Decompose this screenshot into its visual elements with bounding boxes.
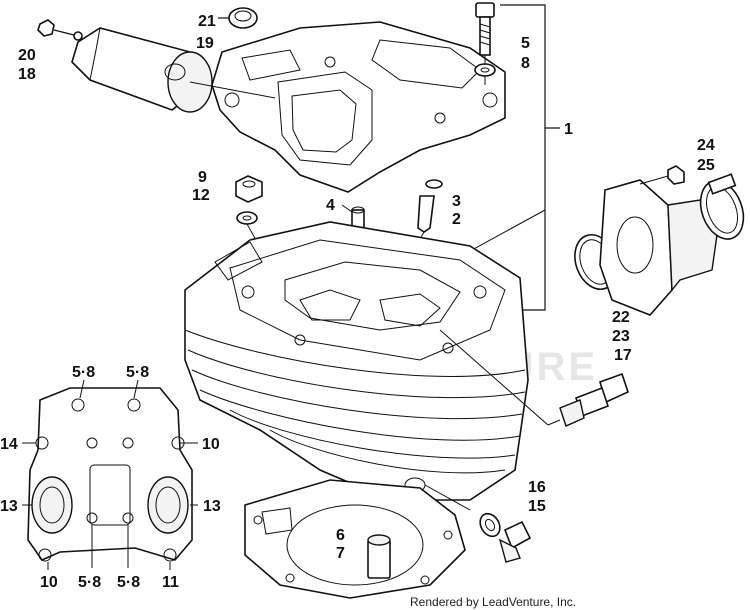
callout-12: 12 xyxy=(192,187,210,204)
washer-16 xyxy=(479,512,501,538)
bolt-20 xyxy=(37,19,83,41)
callout-9: 9 xyxy=(198,169,207,186)
nut-9 xyxy=(235,175,263,203)
callout-24: 24 xyxy=(697,137,715,154)
head-gasket xyxy=(244,479,466,599)
callout-20: 20 xyxy=(18,47,36,64)
detail-callout-58-top-left: 5·8 xyxy=(72,364,95,381)
detail-callout-10-right: 10 xyxy=(202,436,220,453)
spark-plug-17 xyxy=(439,329,629,427)
callout-2: 2 xyxy=(452,211,461,228)
detail-callout-58-top-right: 5·8 xyxy=(126,364,149,381)
dowel-7 xyxy=(367,534,391,579)
callout-15: 15 xyxy=(528,498,546,515)
breather-canister xyxy=(71,27,276,113)
detail-callout-11: 11 xyxy=(162,574,179,591)
oil-cap xyxy=(218,7,258,29)
detail-callout-10-bottom: 10 xyxy=(40,574,58,591)
callout-18: 18 xyxy=(18,66,36,83)
detail-callout-13-left: 13 xyxy=(0,498,18,515)
bolt-5 xyxy=(475,2,495,85)
detail-leader-lines xyxy=(22,379,198,570)
callout-22: 22 xyxy=(612,309,630,326)
callout-3: 3 xyxy=(452,193,461,210)
callout-23: 23 xyxy=(612,328,630,345)
callout-19: 19 xyxy=(196,35,214,52)
detail-callout-58-bottom-right: 5·8 xyxy=(117,574,140,591)
callout-5: 5 xyxy=(521,35,530,52)
detail-callout-58-bottom-left: 5·8 xyxy=(78,574,101,591)
callout-8: 8 xyxy=(521,55,530,72)
detail-cam-cover xyxy=(27,387,193,562)
callout-21: 21 xyxy=(198,13,216,30)
credit-text: Rendered by LeadVenture, Inc. xyxy=(410,595,576,609)
valve-seal-3 xyxy=(425,179,443,189)
callout-4: 4 xyxy=(326,197,335,214)
screw-24 xyxy=(639,165,685,185)
hose-clamp-25 xyxy=(699,173,745,240)
callout-17: 17 xyxy=(614,347,632,364)
detail-callout-14: 14 xyxy=(0,436,18,453)
callout-16: 16 xyxy=(528,479,546,496)
callout-1: 1 xyxy=(564,121,573,138)
washer-8 xyxy=(474,63,496,77)
dowel-pin-4 xyxy=(341,204,365,233)
cylinder-head-cover xyxy=(211,21,506,193)
callout-7: 7 xyxy=(336,545,345,562)
drain-plug-15 xyxy=(424,484,532,563)
callout-labels: 1 2 3 4 5 8 6 7 9 12 15 16 17 18 19 20 2… xyxy=(0,13,715,591)
callout-6: 6 xyxy=(336,527,345,544)
callout-25: 25 xyxy=(697,157,715,174)
detail-callout-13-right: 13 xyxy=(203,498,221,515)
cylinder-head xyxy=(184,221,529,501)
